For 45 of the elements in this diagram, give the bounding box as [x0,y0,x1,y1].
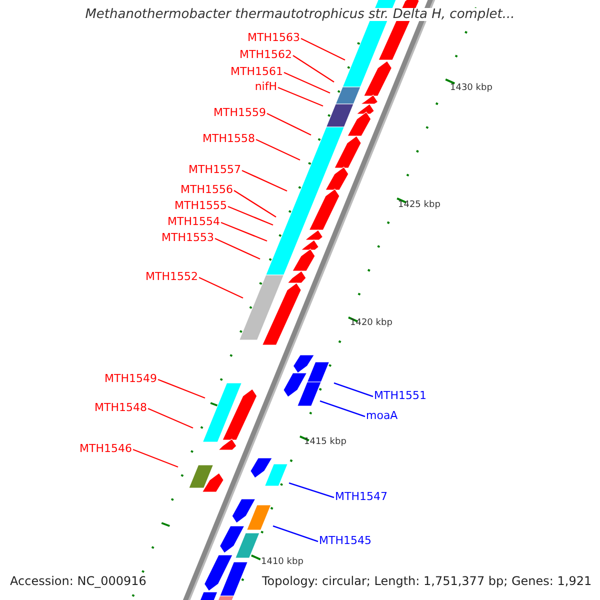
gene-label: MTH1551 [374,389,426,402]
gene-label: MTH1546 [80,442,132,455]
gene-label: MTH1548 [94,401,147,414]
gene-label: MTH1556 [180,183,233,196]
gene-label: MTH1563 [248,31,300,44]
gene-label: MTH1557 [188,163,241,176]
gene-label: MTH1558 [202,132,255,145]
gene-label: MTH1545 [319,534,372,547]
leader-line [220,222,268,242]
leader-line [288,482,334,498]
leader-line [198,276,244,299]
gene-label: MTH1552 [146,270,198,283]
leader-line [242,170,288,192]
gene-label: MTH1554 [168,215,220,228]
leader-line [148,408,194,429]
scale-label: 1425 kbp [398,199,440,212]
leader-line [158,378,206,399]
leader-line [228,206,274,226]
gene-label: MTH1553 [162,231,214,244]
scale-label: 1420 kbp [350,317,392,330]
leader-line [272,525,318,542]
gene-label: MTH1547 [335,490,388,503]
leader-line [234,190,276,218]
leader-line [292,55,334,82]
scale-label: 1430 kbp [450,82,492,95]
accession-text: Accession: NC_000916 [10,575,146,588]
gene-label: MTH1561 [230,65,283,78]
scale-label: 1410 kbp [261,556,304,569]
summary-text: Topology: circular; Length: 1,751,377 bp; Genes: 1,921 [262,575,592,588]
leader-line [214,238,260,260]
gene-label: MTH1559 [214,106,266,119]
gene-label: MTH1549 [104,372,157,385]
leader-line [266,112,312,136]
gene-label: MTH1555 [174,199,227,212]
leader-line [132,448,178,468]
gene-label: MTH1562 [240,48,292,61]
leader-line [284,72,330,94]
leader-line [300,38,346,61]
leader-line [334,382,374,398]
leader-line [278,86,324,107]
leader-line [320,400,366,418]
gene-label: nifH [254,80,277,93]
leader-line [256,138,300,161]
scale-label: 1415 kbp [304,436,346,449]
gene-label: moaA [366,409,398,422]
